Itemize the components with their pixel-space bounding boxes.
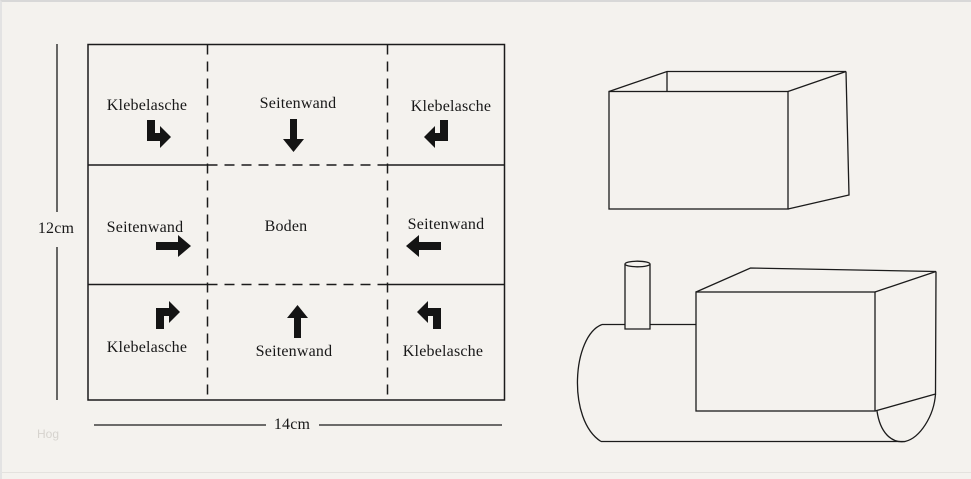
chimney-top-cap	[624, 260, 651, 268]
cell-label-klebelasche-top-left: Klebelasche	[106, 97, 188, 114]
arrow-left-icon	[406, 235, 441, 257]
arrow-right-icon	[156, 235, 191, 257]
cell-label-seitenwand-left: Seitenwand	[106, 219, 184, 236]
cab-front-face	[695, 291, 876, 412]
locomotive-3d-sketch	[576, 260, 937, 443]
arrow-down-right-icon	[147, 120, 171, 148]
cab-right-face	[874, 271, 937, 412]
boiler-left-cap	[576, 323, 603, 443]
cell-label-boden: Boden	[264, 218, 308, 235]
width-dimension-label: 14cm	[273, 416, 311, 433]
boiler-right-cap	[876, 393, 937, 443]
watermark-text: Hog	[37, 427, 60, 441]
fold-arrows	[147, 119, 448, 338]
grid-outer-border	[87, 43, 506, 401]
scan-frame-line	[2, 472, 971, 473]
cell-label-seitenwand-bottom: Seitenwand	[255, 343, 333, 360]
cell-label-klebelasche-top-right: Klebelasche	[410, 98, 492, 115]
arrow-down-left-icon	[424, 120, 448, 148]
cell-label-klebelasche-bottom-right: Klebelasche	[402, 343, 484, 360]
box-open-top	[608, 70, 847, 93]
arrow-up-icon	[287, 305, 308, 338]
arrow-up-left-icon	[417, 301, 441, 329]
open-box-3d-sketch	[608, 70, 850, 210]
box-right-face	[787, 71, 850, 210]
cab-top-face	[695, 267, 937, 293]
box-front-face	[608, 90, 789, 210]
cell-label-klebelasche-bottom-left: Klebelasche	[106, 339, 188, 356]
chimney-body	[624, 264, 651, 330]
arrow-down-icon	[283, 119, 304, 152]
arrow-up-right-icon	[156, 301, 180, 329]
cell-label-seitenwand-right: Seitenwand	[407, 216, 485, 233]
dimension-lines	[56, 44, 502, 426]
cell-label-seitenwand-top: Seitenwand	[259, 95, 337, 112]
template-grid	[87, 43, 506, 401]
height-dimension-label: 12cm	[37, 220, 75, 237]
